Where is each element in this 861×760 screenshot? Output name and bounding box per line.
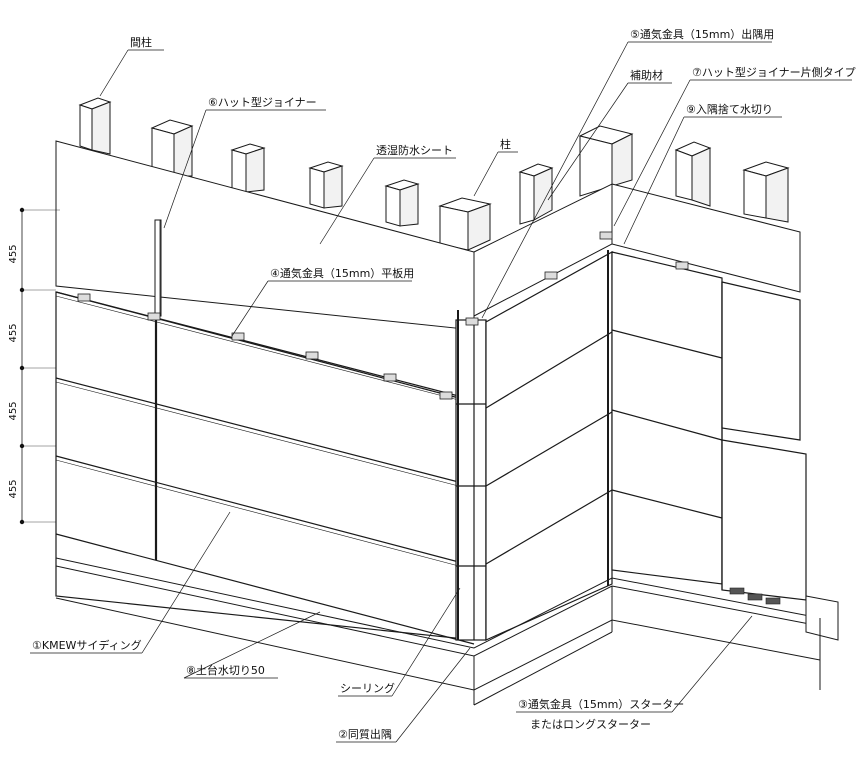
label-sealing: シーリング <box>340 681 395 695</box>
label-hat-joiner-one-side: ⑦ハット型ジョイナー片側タイプ <box>692 65 856 79</box>
corner-pillar <box>578 125 634 197</box>
stud <box>308 161 344 209</box>
stud <box>384 179 420 227</box>
right-wall <box>611 251 807 601</box>
label-same-material-corner: ②同質出隅 <box>338 727 392 741</box>
stud <box>78 97 112 155</box>
label-aux-material: 補助材 <box>630 68 663 82</box>
middle-wall <box>485 250 613 641</box>
stud <box>150 119 194 177</box>
pillar <box>438 197 492 251</box>
label-hat-joiner: ⑥ハット型ジョイナー <box>208 95 317 109</box>
label-starter-line2: またはロングスターター <box>530 717 651 731</box>
label-kmew-siding: ①KMEWサイディング <box>32 638 142 652</box>
dimension-label: 455 <box>8 323 19 342</box>
label-vent-flat: ④通気金具（15mm）平板用 <box>270 266 414 280</box>
dimension-label: 455 <box>8 401 19 420</box>
stud <box>742 161 790 223</box>
studs <box>78 97 790 251</box>
vent-clips <box>77 231 689 400</box>
label-base-flashing: ⑧土台水切り50 <box>186 663 265 677</box>
label-starter-line1: ③通気金具（15mm）スターター <box>518 697 684 711</box>
label-pillar: 柱 <box>500 137 511 151</box>
left-wall <box>55 219 475 645</box>
dimension-line: 455 455 455 455 <box>8 207 60 525</box>
stud <box>518 163 554 225</box>
stud <box>230 143 266 193</box>
leader-lines <box>30 41 852 743</box>
starter-clips <box>729 587 781 605</box>
label-inner-corner-flashing: ⑨入隅捨て水切り <box>686 102 773 116</box>
stud <box>674 141 712 207</box>
label-moisture-sheet: 透湿防水シート <box>376 143 453 157</box>
outer-corner <box>455 310 487 641</box>
label-vent-corner: ⑤通気金具（15mm）出隅用 <box>630 27 774 41</box>
dimension-label: 455 <box>8 244 19 263</box>
label-mabashira: 間柱 <box>130 35 152 49</box>
callout-labels: 間柱 ⑥ハット型ジョイナー 透湿防水シート 柱 ⑤通気金具（15mm）出隅用 補… <box>32 27 856 741</box>
base-flashing <box>55 557 839 706</box>
dimension-label: 455 <box>8 479 19 498</box>
